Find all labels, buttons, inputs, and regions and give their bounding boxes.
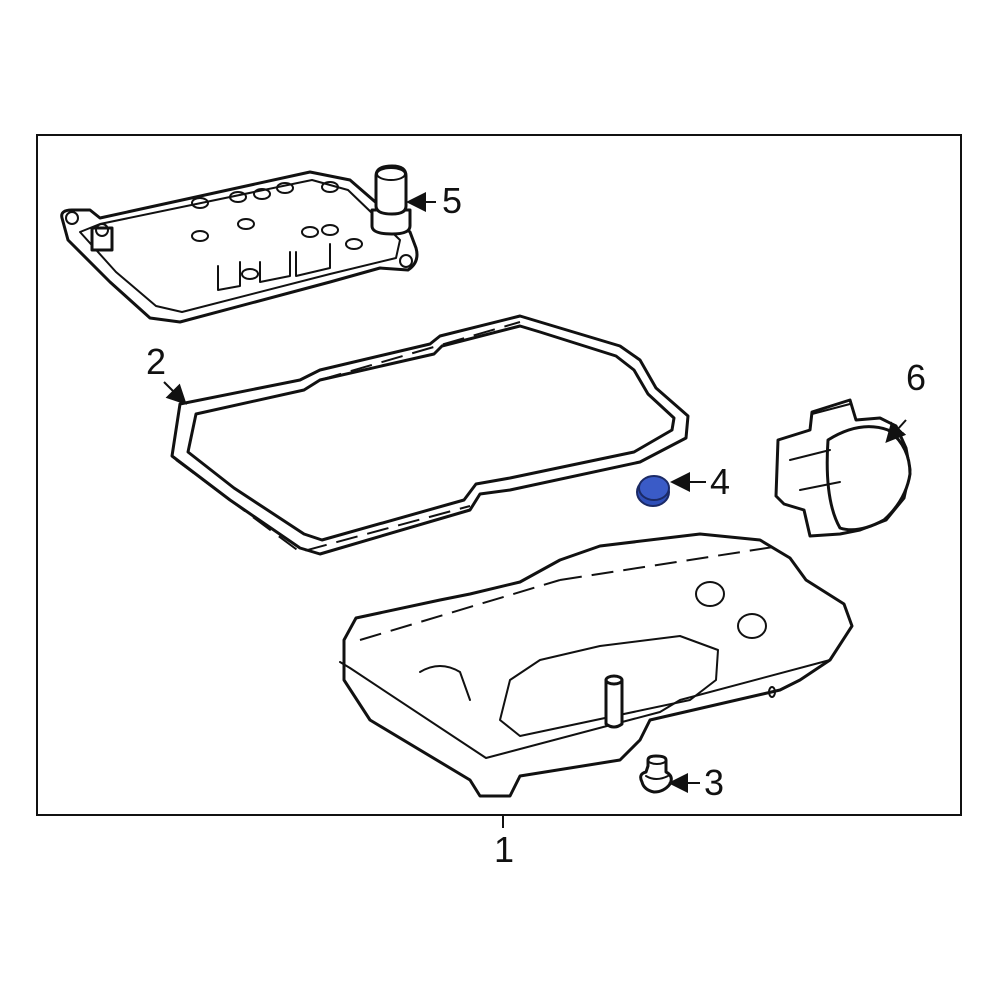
drain-plug-part[interactable] [639, 754, 673, 794]
leader-lines [163, 192, 907, 828]
callout-6[interactable]: 6 [906, 357, 927, 398]
filter-part[interactable] [60, 164, 419, 324]
callout-4[interactable]: 4 [710, 461, 731, 502]
pan-gasket-part[interactable] [170, 314, 690, 556]
callout-2[interactable]: 2 [146, 341, 167, 382]
callout-3[interactable]: 3 [704, 762, 725, 803]
connector-adapter-part[interactable] [774, 398, 912, 538]
callout-1[interactable]: 1 [494, 829, 515, 870]
plug-part-highlighted[interactable] [636, 475, 670, 507]
callout-5[interactable]: 5 [442, 180, 463, 221]
oil-pan-part[interactable] [339, 532, 854, 798]
